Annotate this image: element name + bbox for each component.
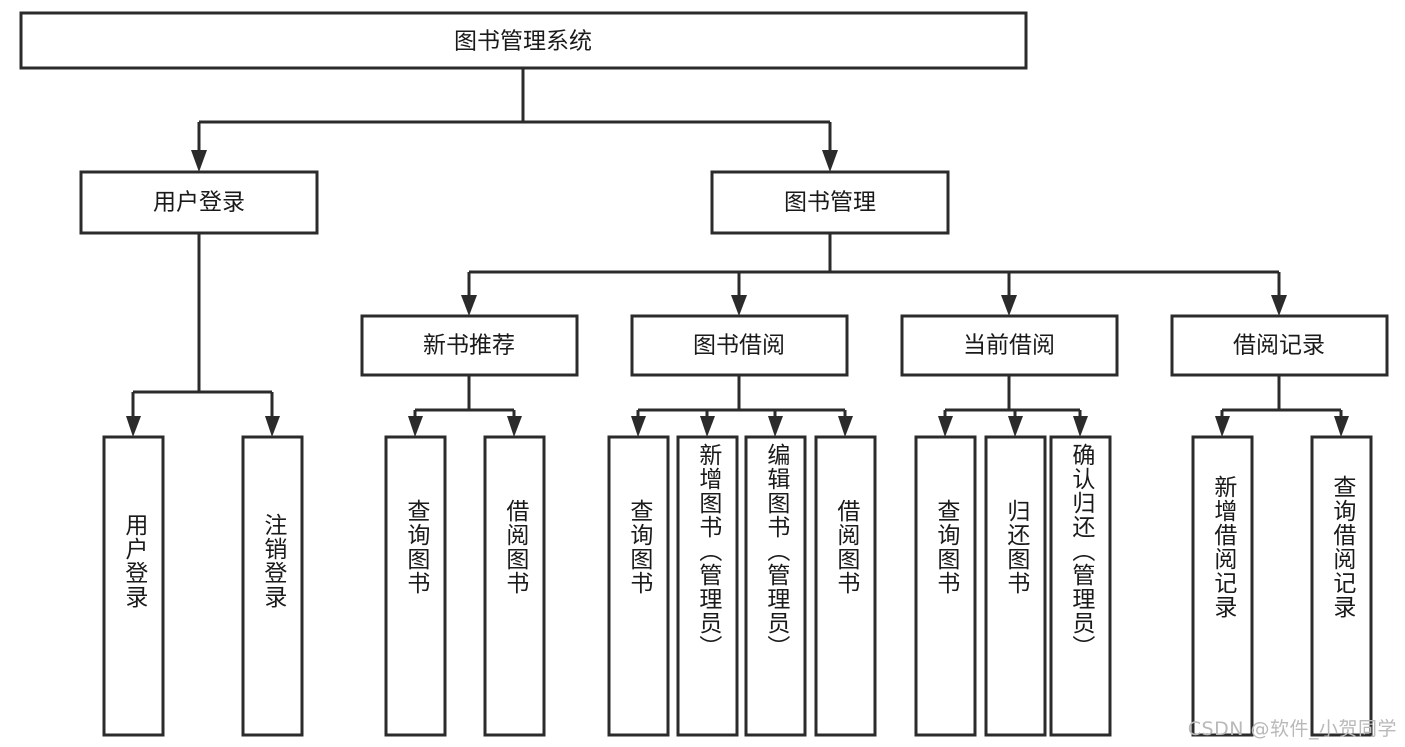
node-book-borrow-label: 图书借阅 [693, 333, 785, 359]
node-root-box[interactable] [19, 11, 1028, 70]
node-borrow-record-box[interactable] [1170, 314, 1389, 377]
arrow-current-borrow-leaf-2-icon [1008, 416, 1023, 437]
leaf-box-current-borrow-2[interactable] [984, 435, 1047, 737]
leaf-box-user-login-1[interactable] [102, 435, 165, 737]
arrow-user-login-leaf-1-icon [126, 416, 141, 437]
node-book-mgmt-label: 图书管理 [784, 190, 876, 216]
arrow-book-borrow-leaf-1-icon [631, 416, 646, 437]
leaf-box-new-book-1[interactable] [384, 435, 447, 737]
arrow-root-to-book-mgmt-icon [822, 150, 838, 172]
arrow-borrow-record-leaf-2-icon [1334, 416, 1349, 437]
leaf-box-new-book-2[interactable] [483, 435, 546, 737]
arrow-new-book-leaf-2-icon [507, 416, 522, 437]
node-current-borrow-label: 当前借阅 [963, 333, 1055, 359]
leaf-box-book-borrow-2[interactable] [676, 435, 739, 737]
leaf-box-borrow-record-1[interactable] [1191, 435, 1254, 737]
leaf-box-current-borrow-1[interactable] [914, 435, 977, 737]
arrow-new-book-leaf-1-icon [408, 416, 423, 437]
node-book-borrow-box[interactable] [630, 314, 849, 377]
arrow-book-mgmt-to-new-book-icon [461, 295, 477, 316]
node-book-mgmt-box[interactable] [710, 170, 950, 235]
watermark-text: CSDN @软件_小贺同学 [1187, 718, 1397, 740]
arrow-borrow-record-leaf-1-icon [1215, 416, 1230, 437]
leaf-box-current-borrow-3[interactable] [1049, 435, 1112, 737]
leaf-box-borrow-record-2[interactable] [1310, 435, 1373, 737]
arrow-root-to-user-login-icon [191, 150, 207, 172]
arrow-book-mgmt-to-borrow-record-icon [1271, 295, 1287, 316]
arrow-book-borrow-leaf-2-icon [700, 416, 715, 437]
arrow-book-borrow-leaf-3-icon [768, 416, 783, 437]
node-borrow-record-label: 借阅记录 [1233, 333, 1325, 359]
node-new-book-box[interactable] [360, 314, 579, 377]
leaf-box-user-login-2[interactable] [241, 435, 304, 737]
arrow-book-mgmt-to-book-borrow-icon [731, 295, 747, 316]
node-new-book-label: 新书推荐 [423, 333, 515, 359]
node-user-login-box[interactable] [79, 170, 319, 235]
node-root-label: 图书管理系统 [454, 29, 592, 55]
arrow-book-mgmt-to-current-borrow-icon [1001, 295, 1017, 316]
arrow-current-borrow-leaf-1-icon [938, 416, 953, 437]
leaf-box-book-borrow-4[interactable] [814, 435, 877, 737]
arrow-current-borrow-leaf-3-icon [1073, 416, 1088, 437]
node-user-login-label: 用户登录 [153, 190, 245, 216]
leaf-box-book-borrow-3[interactable] [744, 435, 807, 737]
leaf-box-book-borrow-1[interactable] [607, 435, 670, 737]
node-current-borrow-box[interactable] [900, 314, 1119, 377]
arrow-user-login-leaf-2-icon [265, 416, 280, 437]
arrow-book-borrow-leaf-4-icon [838, 416, 853, 437]
